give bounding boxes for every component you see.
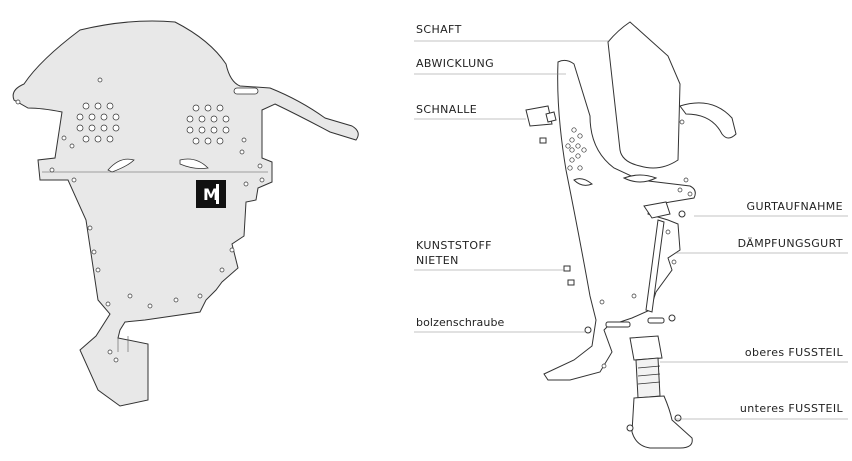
flat-hole-grid-right [186,104,230,145]
shell-slot [622,174,658,183]
unteres-fussteil-part [631,395,693,449]
fussteil-rivet-2 [674,414,682,422]
flat-rivet-holes [15,77,265,363]
label-kunststoff: KUNSTSTOFF [416,239,492,252]
logo-bar [216,184,219,204]
leader-lines [414,40,848,420]
logo-mark [196,180,226,208]
oberes-fussteil-part [629,335,663,399]
schnalle-part [525,105,557,127]
logo-text: M [203,185,219,204]
flat-slot-top [233,87,259,95]
orthosis-schaft [607,21,681,169]
gurtaufnahme-part [643,201,686,219]
label-gurtaufnahme: GURTAUFNAHME [746,200,843,213]
fussteil-rivet [626,424,634,432]
flat-slot-right [179,158,209,169]
label-nieten: NIETEN [416,254,459,267]
shell-rivets [599,119,693,369]
label-unteres-fussteil: unteres FUSSTEIL [739,402,843,415]
flat-pattern: M [12,20,359,407]
label-abwicklung: ABWICKLUNG [416,57,495,70]
kunststoff-nieten [539,137,575,286]
shell-slot-2 [573,178,593,186]
label-daempfungsgurt: DÄMPFUNGSGURT [737,237,843,250]
label-bolzenschraube: bolzenschraube [416,316,505,329]
flat-hole-grid-left [76,102,120,143]
daempfungsgurt-rod [645,219,665,313]
label-schnalle: SCHNALLE [416,103,478,116]
orthosis-shell [543,59,696,381]
flat-slot-left [107,158,135,173]
shell-hole-grid [565,127,587,171]
label-schaft: SCHAFT [416,23,462,36]
flat-pattern-outline [12,20,359,407]
assembled-orthosis [525,21,737,449]
orthosis-strap [679,102,737,139]
label-oberes-fussteil: oberes FUSSTEIL [744,346,843,359]
bolzenschraube-part [584,314,676,334]
